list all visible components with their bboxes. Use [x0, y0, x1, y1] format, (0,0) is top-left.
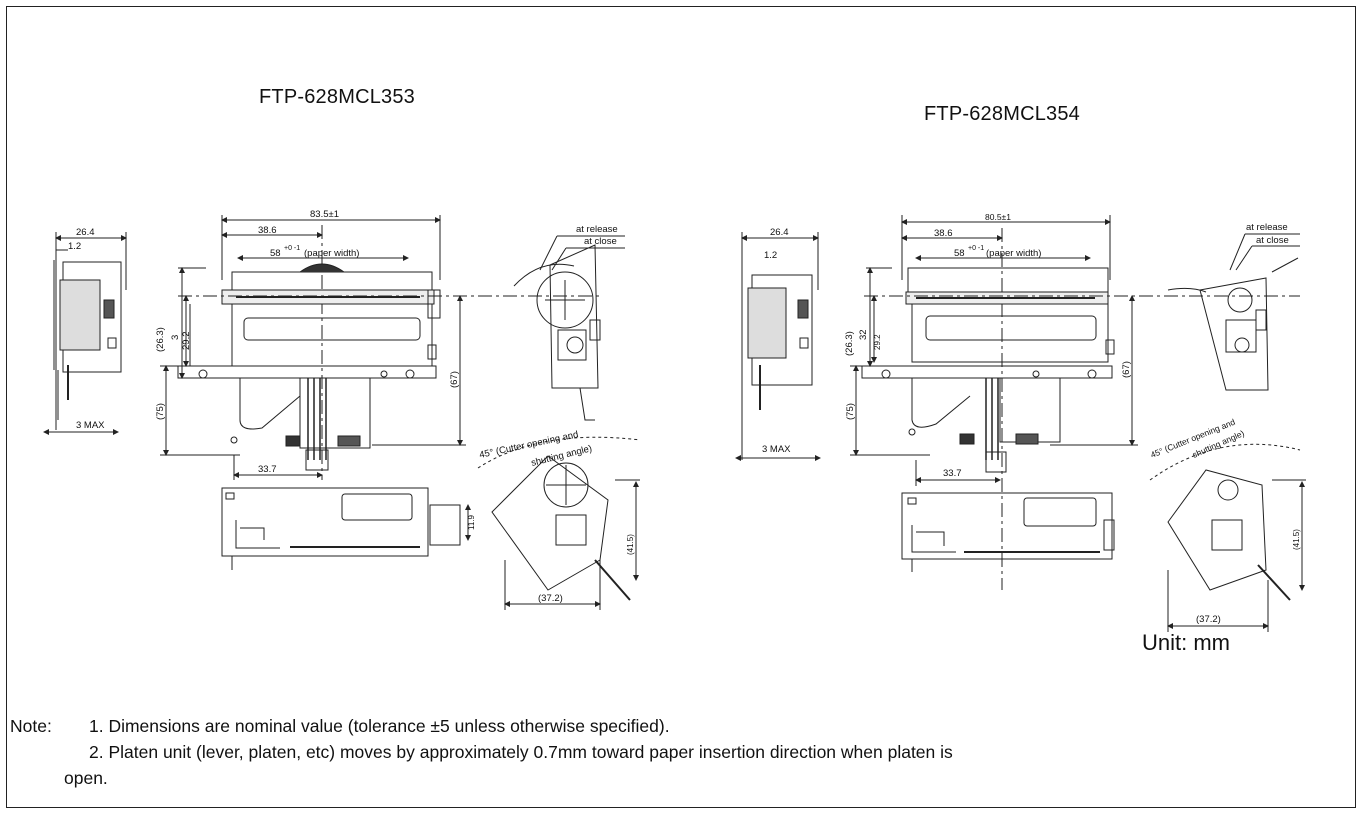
right-cutter-view	[1149, 233, 1306, 632]
dim-38-6-right: 38.6	[934, 228, 953, 239]
label-at-close-left: at close	[584, 236, 617, 247]
dim-paper-tol-left: +0 -1	[284, 245, 300, 252]
dim-33-7-left: 33.7	[258, 464, 277, 475]
dim-overall-width-right: 80.5±1	[985, 212, 1011, 222]
right-model-drawing	[735, 215, 1306, 632]
dim-32-right: 32	[858, 329, 869, 340]
dim-38-6-left: 38.6	[258, 225, 277, 236]
dim-11-9-left: 11.9	[467, 514, 476, 530]
dim-paper-width-left: 58	[270, 248, 281, 259]
note-line-2-cont: open.	[64, 768, 108, 788]
label-at-release-right: at release	[1246, 222, 1288, 233]
unit-label: Unit: mm	[1142, 630, 1230, 655]
right-side-view	[735, 232, 821, 461]
dim-paper-label-right: (paper width)	[986, 248, 1041, 259]
model-title-right: FTP-628MCL354	[924, 103, 1080, 125]
right-dimension-labels: 26.4 1.2 3 MAX 80.5±1 38.6 58 +0 -1 (pap…	[762, 212, 1301, 625]
dim-side-width-left: 26.4	[76, 227, 95, 238]
dim-side-max-left: 3 MAX	[76, 420, 105, 431]
model-title-left: FTP-628MCL353	[259, 86, 415, 108]
dim-67-right: (67)	[1121, 361, 1132, 378]
note-line-1: 1. Dimensions are nominal value (toleran…	[89, 716, 670, 736]
dim-41-left: (41.5)	[626, 534, 635, 555]
dim-37-2-left: (37.2)	[538, 593, 563, 604]
right-front-view	[850, 215, 1300, 590]
right-bottom-view	[901, 492, 1115, 572]
label-at-release-left: at release	[576, 224, 618, 235]
label-at-close-right: at close	[1256, 235, 1289, 246]
dim-overall-width-left: 83.5±1	[310, 209, 339, 220]
technical-drawing: 26.4 1.2 3 MAX 83.5±1 38.6 58 +0 -1 (pap…	[43, 209, 1306, 632]
dim-side-small-left: 1.2	[68, 241, 81, 252]
note-line-2: 2. Platen unit (lever, platen, etc) move…	[89, 742, 953, 762]
left-model-drawing	[43, 215, 641, 610]
dim-67-left: (67)	[449, 371, 460, 388]
notes-label: Note:	[10, 716, 52, 736]
dim-26-left: (26.3)	[155, 327, 166, 352]
left-front-view	[160, 215, 600, 480]
dim-75-left: (75)	[155, 403, 166, 420]
dim-side-max-right: 3 MAX	[762, 444, 791, 455]
dim-29-left: 29.2	[181, 332, 192, 351]
dim-3-left: 3	[170, 335, 181, 340]
left-cutter-view	[477, 235, 641, 610]
left-bottom-view	[221, 487, 471, 570]
left-side-view	[43, 232, 127, 435]
dim-side-width-right: 26.4	[770, 227, 789, 238]
dim-paper-tol-right: +0 -1	[968, 245, 984, 252]
dim-26-right: (26.3)	[844, 331, 855, 356]
drawing-frame	[6, 6, 1356, 808]
dim-41-right: (41.5)	[1292, 529, 1301, 550]
dim-75-right: (75)	[845, 403, 856, 420]
dim-37-2-right: (37.2)	[1196, 614, 1221, 625]
dim-33-7-right: 33.7	[943, 468, 962, 479]
dim-29-right: 29.2	[873, 334, 882, 350]
dim-paper-width-right: 58	[954, 248, 965, 259]
dim-side-small-right: 1.2	[764, 250, 777, 261]
dim-paper-label-left: (paper width)	[304, 248, 359, 259]
